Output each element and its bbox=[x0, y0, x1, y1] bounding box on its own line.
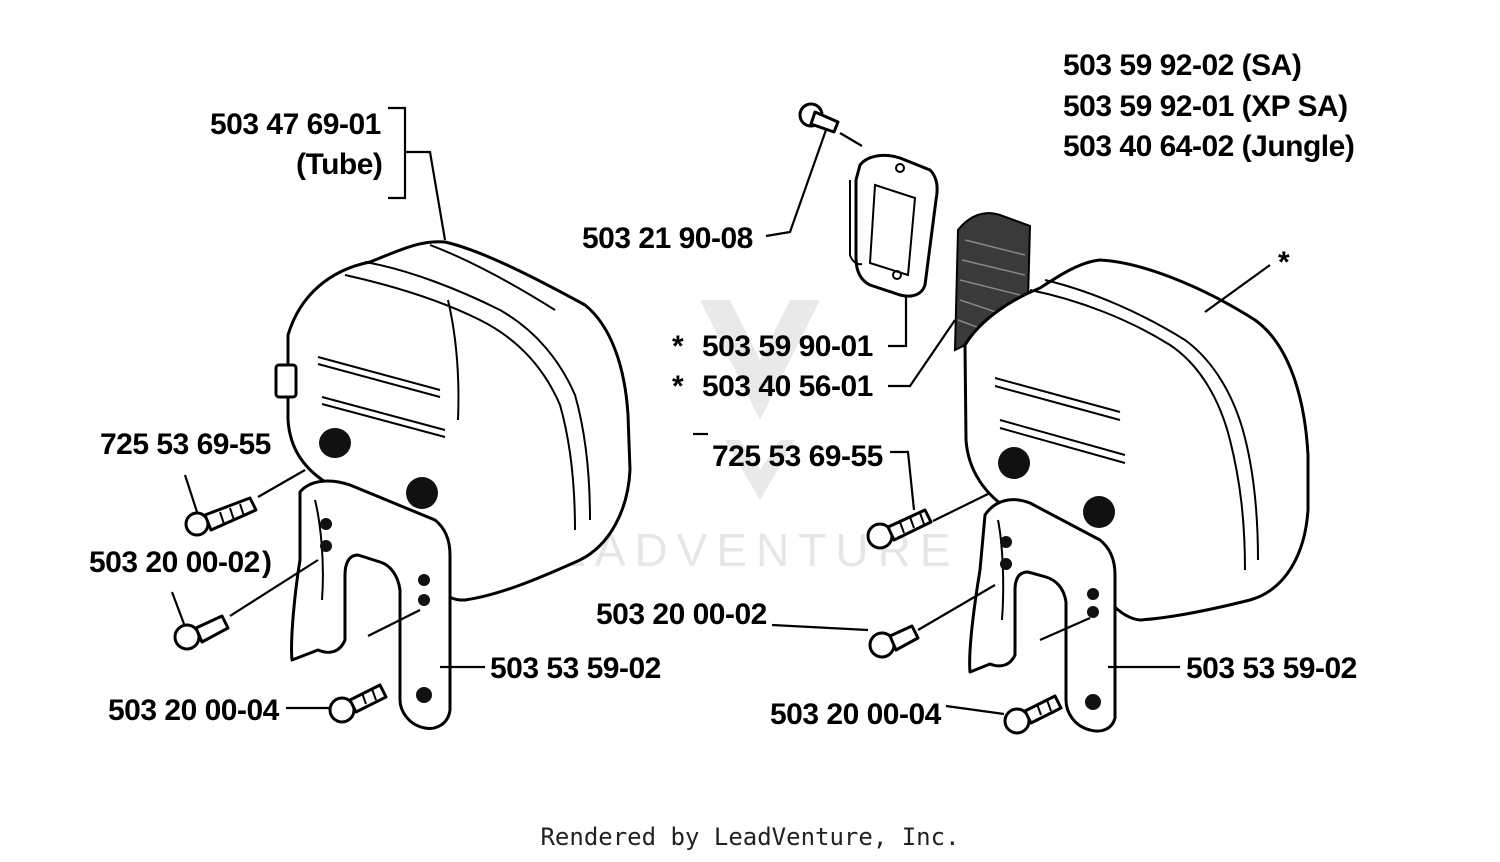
label-muffler-tube: 503 47 69-01 bbox=[210, 108, 381, 141]
label-right-bracket: 503 53 59-02 bbox=[1186, 652, 1357, 685]
label-left-screw-725: 725 53 69-55 bbox=[100, 428, 271, 461]
left-bracket bbox=[290, 479, 452, 730]
label-spark-screen: 503 40 56-01 bbox=[702, 370, 873, 403]
footer-credit: Rendered by LeadVenture, Inc. bbox=[540, 823, 959, 851]
right-leaders bbox=[693, 129, 1271, 716]
watermark-logo bbox=[700, 300, 820, 500]
label-right-screw-725: 725 53 69-55 bbox=[712, 440, 883, 473]
label-left-bracket: 503 53 59-02 bbox=[490, 652, 661, 685]
label-muffler-tube-variant: (Tube) bbox=[296, 148, 382, 181]
left-leaders bbox=[170, 106, 485, 710]
left-screw-725 bbox=[184, 496, 258, 537]
right-bolt-0002 bbox=[868, 624, 920, 659]
marker-muffler: * bbox=[1278, 246, 1290, 279]
label-variant-jungle: 503 40 64-02 (Jungle) bbox=[1063, 130, 1354, 163]
label-left-bolt-0002-suffix: ) bbox=[262, 546, 272, 579]
left-bolt-0004 bbox=[328, 683, 388, 724]
right-bracket bbox=[968, 498, 1117, 733]
label-variant-sa: 503 59 92-02 (SA) bbox=[1063, 49, 1301, 82]
marker-cover: * bbox=[672, 330, 684, 363]
left-bolt-0002 bbox=[173, 614, 230, 651]
label-top-screw: 503 21 90-08 bbox=[582, 222, 753, 255]
right-top-screw bbox=[798, 102, 840, 134]
right-spark-cover bbox=[849, 153, 939, 298]
label-left-bolt-0004: 503 20 00-04 bbox=[108, 694, 280, 727]
marker-screen: * bbox=[672, 370, 684, 403]
label-right-bolt-0002: 503 20 00-02 bbox=[596, 598, 767, 631]
label-variant-xp-sa: 503 59 92-01 (XP SA) bbox=[1063, 90, 1348, 123]
right-bolt-0004 bbox=[1003, 694, 1063, 735]
right-screw-725 bbox=[866, 508, 933, 550]
label-right-bolt-0004: 503 20 00-04 bbox=[770, 698, 942, 731]
label-left-bolt-0002: 503 20 00-02 bbox=[89, 546, 260, 579]
label-spark-cover: 503 59 90-01 bbox=[702, 330, 873, 363]
